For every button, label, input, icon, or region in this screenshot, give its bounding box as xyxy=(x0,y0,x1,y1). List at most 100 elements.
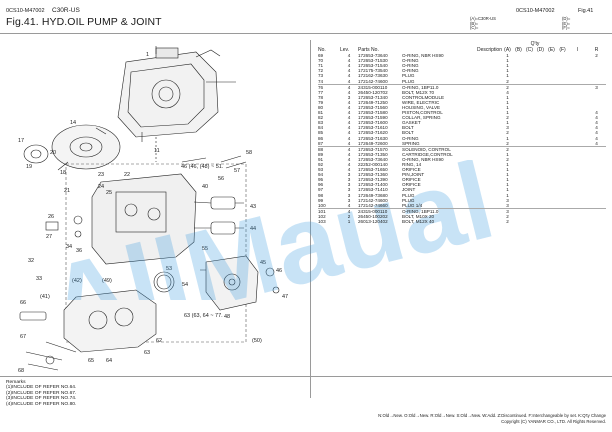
cell-description: O-RING, 1BP11.0 xyxy=(402,83,502,90)
cell-description: SOLENOID, CONTROL xyxy=(402,145,502,152)
diagram-callout: 24 xyxy=(98,184,104,190)
diagram-callout: 34 xyxy=(66,244,72,250)
cell-qty-a: 1 xyxy=(506,110,509,116)
cell-description: JOINT xyxy=(402,187,416,193)
cell-qty-a: 1 xyxy=(506,192,509,198)
cell-qty-a: 2 xyxy=(502,145,513,152)
cell-no: 84 xyxy=(318,125,324,131)
cell-parts-no: 26450-120702 xyxy=(358,89,388,95)
cell-lev: 4 xyxy=(347,162,351,168)
diagram-callout: (42) xyxy=(72,278,82,284)
cell-i xyxy=(568,207,588,214)
cell-description: ORIFICE xyxy=(402,182,421,188)
exploded-parts-diagram: 1111417192018212223242526273432333640434… xyxy=(18,46,288,374)
cell-qty-a: 1 xyxy=(506,187,509,193)
cell-description: ORIFICE xyxy=(402,177,421,183)
cell-qty-d xyxy=(535,145,546,152)
diagram-callout: 22 xyxy=(124,172,130,178)
col-header-qty: Q'ty xyxy=(530,40,540,47)
remark-line: (3)INCLUDE OF REFER NO.74. xyxy=(6,396,77,402)
cell-no: 89 xyxy=(318,151,324,157)
cell-lev: 4 xyxy=(347,151,351,157)
col-header-qty-5: (F) xyxy=(559,47,566,53)
cell-lev: 4 xyxy=(347,89,351,95)
cell-i xyxy=(568,219,587,224)
diagram-callout: 11 xyxy=(154,148,160,154)
diagram-callout: (41) xyxy=(40,294,50,300)
cell-description: O-RING, NBR HS90 xyxy=(402,156,444,162)
cell-description: O-RING xyxy=(402,68,419,74)
cell-qty-a: 1 xyxy=(506,162,509,168)
cell-description: O-RING xyxy=(402,63,419,69)
cell-no: 102 xyxy=(318,213,326,219)
cell-parts-no: 172649-73680 xyxy=(358,192,388,198)
cell-parts-no: 172653-71570 xyxy=(358,145,402,152)
catalog-code-left: 0CS10-M47002 xyxy=(6,8,45,14)
cell-no: 82 xyxy=(318,115,324,121)
cell-no: 103 xyxy=(318,219,326,225)
cell-parts-no: 172653-71390 xyxy=(358,177,388,183)
cell-no: 99 xyxy=(318,197,324,203)
cell-no: 101 xyxy=(318,207,340,214)
cell-no: 85 xyxy=(318,130,324,136)
diagram-callout: 19 xyxy=(26,164,32,170)
cell-qty-a: 2 xyxy=(506,213,509,219)
cell-qty-a: 1 xyxy=(506,63,509,69)
diagram-callout: 63 xyxy=(144,350,150,356)
cell-qty-a: 3 xyxy=(506,202,509,208)
cell-qty-a: 3 xyxy=(502,207,513,214)
cell-description: PIN,JOINT xyxy=(402,172,425,178)
cell-parts-no: 172653-71650 xyxy=(358,167,388,173)
cell-qty-a: 1 xyxy=(506,99,509,105)
cell-lev: 4 xyxy=(347,73,351,79)
cell-qty-a: 1 xyxy=(506,53,509,59)
diagram-callout: 66 xyxy=(20,300,26,306)
cell-r: 4 xyxy=(595,120,598,126)
cell-lev: 4 xyxy=(347,53,351,59)
diagram-callout: 44 xyxy=(250,226,256,232)
diagram-callout: 46 xyxy=(276,268,282,274)
cell-lev: 4 xyxy=(347,167,351,173)
cell-qty-a: 3 xyxy=(506,125,509,131)
col-header-qty-0: (A) xyxy=(504,47,511,53)
cell-i xyxy=(568,145,588,152)
cell-qty-c xyxy=(524,219,535,224)
cell-description: WIRE, ELECTRIC xyxy=(402,99,440,105)
cell-description: BOLT, M10X 20 xyxy=(402,213,435,219)
cell-qty-a: 2 xyxy=(506,219,509,225)
cell-r: 2 xyxy=(595,53,598,59)
cell-r: 4 xyxy=(595,115,598,121)
cell-parts-no: 172653-71620 xyxy=(358,130,388,136)
cell-no: 94 xyxy=(318,172,324,178)
cell-parts-no: 172653-71630 xyxy=(358,135,388,141)
cell-qty-a: 2 xyxy=(506,140,509,146)
cell-parts-no: 172653-71540 xyxy=(358,63,388,69)
remarks-title: Remarks xyxy=(6,380,26,385)
cell-parts-no: 172653-73640 xyxy=(358,156,388,162)
cell-no: 83 xyxy=(318,120,324,126)
col-header-qty-4: (E) xyxy=(548,47,555,53)
cell-no: 69 xyxy=(318,53,324,59)
header-divider xyxy=(0,33,612,34)
cell-no: 93 xyxy=(318,167,324,173)
cell-qty-b xyxy=(513,145,524,152)
col-header-qty-3: (D) xyxy=(537,47,544,53)
cell-parts-no: 172649-72600 xyxy=(358,140,388,146)
diagram-callout: 55 xyxy=(202,246,208,252)
cell-lev: 4 xyxy=(347,99,351,105)
cell-qty-d xyxy=(535,83,546,90)
diagram-callout: 25 xyxy=(106,190,112,196)
cell-qty-e xyxy=(546,219,557,224)
diagram-callout: 23 xyxy=(98,172,104,178)
